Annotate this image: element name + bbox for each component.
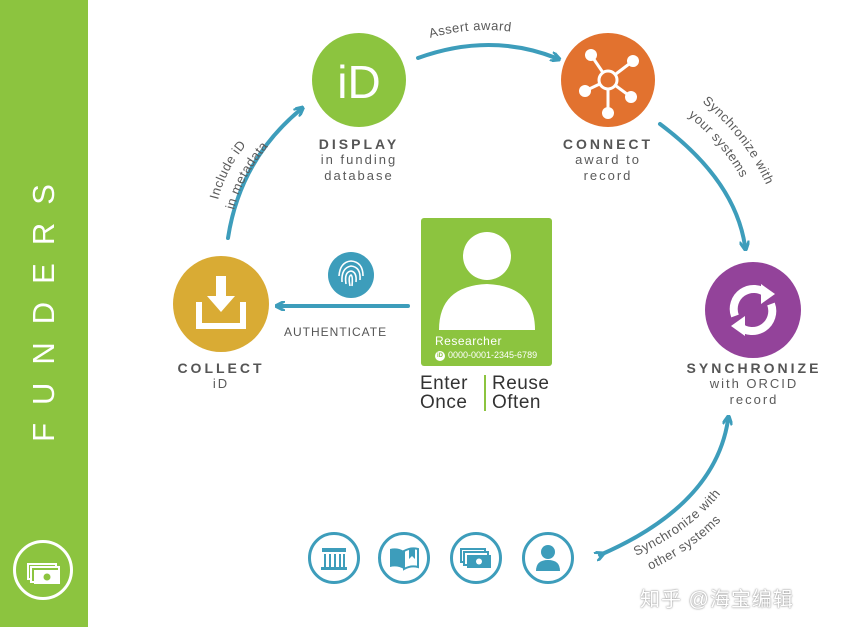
- connect-label: CONNECT award to record: [549, 136, 667, 184]
- money-icon: [13, 540, 73, 600]
- often-text: Often: [492, 392, 541, 413]
- connect-line1: award to: [575, 152, 641, 167]
- arrow-label-assert: Assert award: [427, 18, 512, 41]
- caption-divider: [484, 375, 486, 411]
- synchronize-node: [705, 262, 801, 358]
- download-tray-icon: [196, 276, 246, 329]
- connect-node: [561, 33, 655, 127]
- once-text: Once: [420, 392, 468, 413]
- collect-label: COLLECT iD: [161, 360, 281, 392]
- sidebar: FUNDERS: [0, 0, 88, 627]
- connect-line2: record: [583, 168, 633, 183]
- watermark: 知乎 @海宝编辑: [640, 589, 794, 611]
- orcid-number: 0000-0001-2345-6789: [448, 350, 538, 360]
- researcher-role: Researcher: [435, 334, 503, 348]
- display-node: iD: [312, 33, 406, 127]
- fingerprint-icon: [328, 252, 374, 298]
- display-title: DISPLAY: [318, 136, 400, 152]
- synchronize-title: SYNCHRONIZE: [686, 360, 822, 376]
- synchronize-line2: record: [729, 392, 779, 407]
- collect-title: COLLECT: [177, 360, 265, 376]
- svg-text:Assert award: Assert award: [427, 18, 512, 41]
- svg-text:iD: iD: [337, 56, 380, 108]
- researcher-card: Researcher iD 0000-0001-2345-6789: [421, 218, 552, 366]
- reuse-text: Reuse: [492, 373, 550, 394]
- orcid-badge-icon: iD: [435, 351, 445, 361]
- sync-icon: [729, 284, 777, 336]
- arrow-sync-your-systems: [658, 122, 745, 246]
- connect-title: CONNECT: [562, 136, 654, 152]
- collect-node: [173, 256, 269, 352]
- book-icon: [378, 532, 430, 584]
- orcid-id-icon: iD: [337, 56, 380, 108]
- display-label: DISPLAY in funding database: [300, 136, 418, 184]
- synchronize-label: SYNCHRONIZE with ORCID record: [676, 360, 832, 408]
- arrow-assert: [416, 43, 556, 58]
- institution-icon: [308, 532, 360, 584]
- arrow-sync-other: [600, 420, 728, 555]
- display-line1: in funding: [320, 152, 398, 167]
- orcid-badge-text: iD: [437, 353, 443, 359]
- arrow-include: [226, 110, 300, 240]
- network-icon: [579, 49, 639, 119]
- enter-text: Enter: [420, 373, 468, 394]
- person-icon: [522, 532, 574, 584]
- person-silhouette-icon: [439, 232, 535, 330]
- synchronize-line1: with ORCID: [709, 376, 799, 391]
- money-stack-icon: [450, 532, 502, 584]
- collect-line1: iD: [212, 376, 230, 391]
- authenticate-label: AUTHENTICATE: [284, 325, 388, 339]
- display-line2: database: [324, 168, 394, 183]
